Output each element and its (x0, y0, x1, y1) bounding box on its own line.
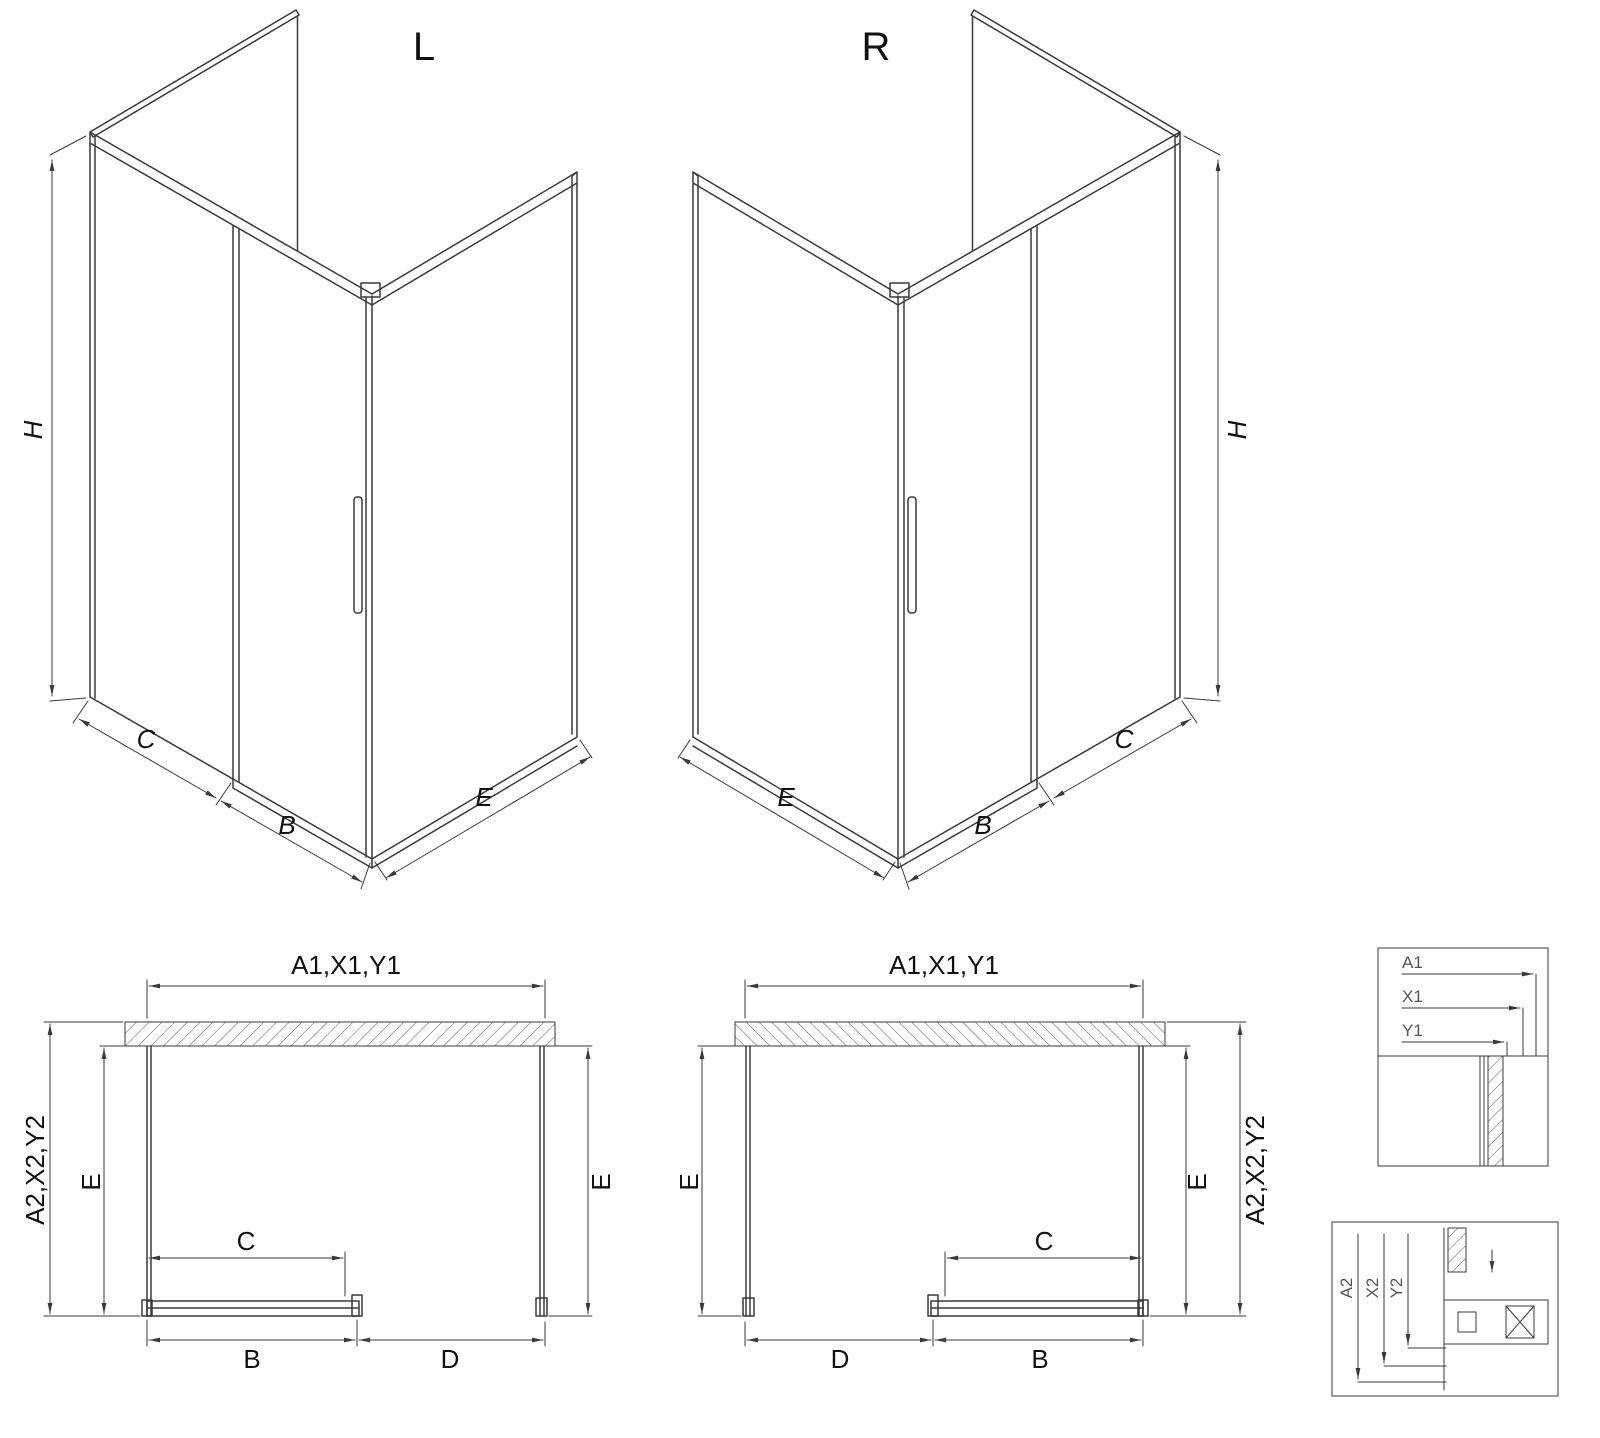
back-panel-edge (89, 9, 300, 252)
plan-view-geometry (43, 979, 593, 1347)
plan-right-dim-door: B (1031, 1344, 1048, 1374)
door-track-plan (146, 1294, 363, 1317)
wall-section-hatch-detail2 (1447, 1227, 1467, 1273)
plan-left-dim-width: A1,X1,Y1 (291, 950, 401, 980)
detail-depth-callouts (1355, 1233, 1447, 1383)
right-foot-profile (535, 1297, 548, 1317)
iso-enclosure-geometry-right (678, 10, 1220, 889)
plan-left-dim-opening: D (441, 1344, 460, 1374)
iso-right-dim-height: H (1222, 420, 1252, 439)
iso-left-title: L (413, 25, 435, 69)
detail-depth-y2: Y2 (1387, 1278, 1406, 1299)
wall-section-hatch (124, 1021, 556, 1047)
door-panel-edges (232, 225, 240, 783)
detail-view-width (1377, 947, 1549, 1167)
iso-right-dim-door: B (974, 810, 991, 840)
detail-view-depth (1331, 1221, 1559, 1397)
detail-width-x1: X1 (1402, 987, 1423, 1006)
door-track (232, 778, 373, 869)
guide-profile (1457, 1311, 1477, 1333)
plan-right-dim-side-left: E (674, 1173, 704, 1190)
door-handle (353, 496, 363, 614)
iso-left-dim-height: H (18, 420, 48, 439)
plan-right-dim-width: A1,X1,Y1 (889, 950, 999, 980)
detail-depth-x2: X2 (1363, 1278, 1382, 1299)
plan-left-dim-side-right: E (586, 1173, 616, 1190)
side-panel (371, 171, 578, 869)
plan-view-geometry-right (698, 980, 1246, 1346)
plan-right-dim-side-right: E (1182, 1173, 1212, 1190)
plan-dimension-lines (43, 979, 593, 1347)
iso-left-dim-panel: C (137, 724, 156, 754)
plan-right-dim-panel: C (1035, 1226, 1054, 1256)
iso-enclosure-geometry (49, 9, 593, 890)
plan-left-dim-side-left: E (76, 1173, 106, 1190)
iso-left-dim-side: E (475, 782, 493, 812)
detail-width-callouts (1401, 971, 1537, 1057)
plan-left-dim-panel: C (237, 1226, 256, 1256)
detail-width-a1: A1 (1402, 953, 1423, 972)
iso-left-dim-door: B (278, 810, 295, 840)
detail-width-y1: Y1 (1402, 1021, 1423, 1040)
iso-dimension-lines (49, 135, 593, 890)
iso-right-title: R (862, 25, 891, 69)
iso-right-dim-panel: C (1115, 724, 1134, 754)
labels: L R H C B E H C B E A1,X1,Y1 A2,X2,Y2 E … (18, 25, 1423, 1374)
plan-left-dim-door: B (243, 1344, 260, 1374)
iso-right-dim-side: E (777, 782, 795, 812)
side-glass-right (539, 1045, 545, 1317)
plan-right-dim-depth: A2,X2,Y2 (1240, 1115, 1270, 1225)
front-frame (89, 131, 373, 780)
plan-right-dim-opening: D (831, 1344, 850, 1374)
wall-section-hatch-detail (1487, 1055, 1504, 1167)
corner-post (365, 295, 373, 860)
detail-depth-a2: A2 (1337, 1278, 1356, 1299)
side-glass-left (146, 1045, 152, 1317)
roller-profile (1505, 1305, 1535, 1339)
plan-left-dim-depth: A2,X2,Y2 (20, 1115, 50, 1225)
